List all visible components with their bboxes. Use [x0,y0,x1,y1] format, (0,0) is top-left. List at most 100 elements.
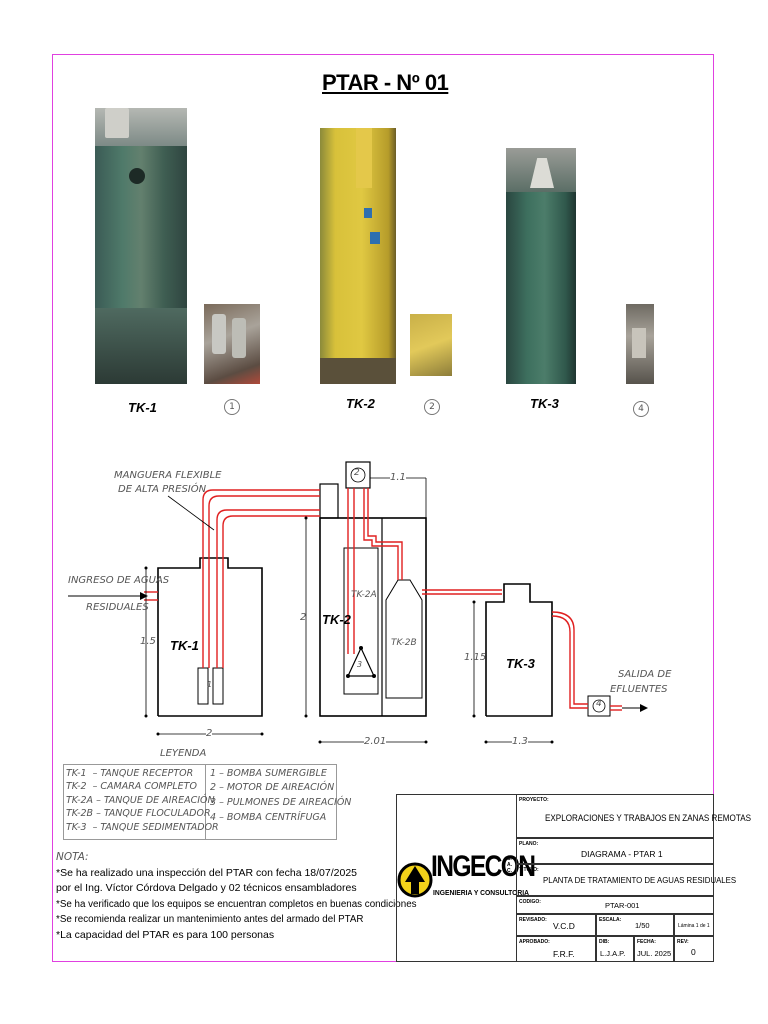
legend-left-item: TK-1 – TANQUE RECEPTOR [66,768,194,779]
marker-3-diagram: 3 [357,660,363,669]
note-line: *Se ha verificado que los equipos se enc… [56,898,417,910]
photo-tk3 [506,148,576,384]
inlet-label-1: INGRESO DE AGUAS [68,575,170,586]
dim-tk2-width: 2.01 [364,736,387,747]
rev-value: 0 [691,947,696,957]
note-line: *La capacidad del PTAR es para 100 perso… [56,928,275,941]
tb-plano: PLANO: DIAGRAMA - PTAR 1 [516,838,714,864]
fecha-label: FECHA: [637,939,656,945]
tb-dib: DIB: L.J.A.P. [596,936,634,962]
proyecto-label: PROYECTO: [519,797,549,803]
proyecto-value: EXPLORACIONES Y TRABAJOS EN ZANAS REMOTA… [545,813,752,823]
marker-4-diagram: 4 [596,699,602,709]
photo-motor-2 [410,314,452,376]
dib-value: L.J.A.P. [600,949,626,958]
tk3-photo-label: TK-3 [530,396,559,411]
photo-pump-1 [204,304,260,384]
legend-box [63,764,337,840]
page-title: PTAR - Nº 01 [322,70,449,95]
notes-title: NOTA: [56,851,89,863]
hose-label-1: MANGUERA FLEXIBLE [114,470,222,481]
aeration-lung [347,646,375,677]
legend-right-item: 2 – MOTOR DE AIREACIÓN [210,782,335,793]
marker-1-photo: 1 [224,399,240,415]
legend-left-item: TK-2 – CAMARA COMPLETO [66,781,197,792]
note-line: por el Ing. Víctor Córdova Delgado y 02 … [56,882,357,894]
dim-tk1-height: 1.5 [140,636,156,647]
pump-1b [212,667,224,705]
tk1-diagram-label: TK-1 [170,638,199,653]
tk2b-label: TK-2B [391,638,417,648]
photo-tk1 [95,108,187,384]
tk2a-label: TK-2A [351,590,377,600]
pipes [144,488,622,711]
lamina-value: Lámina 1 de 1 [678,923,710,929]
dim-motor: 1.1 [390,472,406,483]
marker-2-diagram: 2 [354,468,360,478]
tk3-diagram-label: TK-3 [506,656,535,671]
legend-left-item: TK-3 – TANQUE SEDIMENTADOR [66,822,219,833]
tb-escala: ESCALA: 1/50 [596,914,674,936]
note-line: *Se ha realizado una inspección del PTAR… [56,866,358,879]
tk2-photo-label: TK-2 [346,396,375,411]
tk2-outline [319,517,427,717]
tk1-outline [157,557,263,717]
tk3-outline [485,583,553,717]
codigo-value: PTAR-001 [605,901,640,910]
tb-codigo: CODIGO: PTAR-001 [516,896,714,914]
outlet-label-1: SALIDA DE [618,669,672,680]
photo-tk2 [320,128,396,384]
codigo-label: CODIGO: [519,899,541,905]
note-line: *Se recomienda realizar un mantenimiento… [56,914,364,925]
titulo-value: PLANTA DE TRATAMIENTO DE AGUAS RESIDUALE… [543,875,737,885]
aprobado-value: F.R.F. [553,949,575,959]
tb-proyecto: PROYECTO: EXPLORACIONES Y TRABAJOS EN ZA… [516,794,751,838]
dim-tk3-width: 1.3 [512,736,528,747]
legend-title: LEYENDA [160,748,207,759]
tb-titulo: TITULO: PLANTA DE TRATAMIENTO DE AGUAS R… [516,864,736,896]
tk2a-outline [343,547,379,695]
dim-tk2-height: 2 [300,612,307,623]
legend-left-item: TK-2A – TANQUE DE AIREACIÓN [66,795,215,806]
titulo-label: TITULO: [519,867,539,873]
tk2-diagram-label: TK-2 [322,612,351,627]
revisado-value: V.C.D [553,921,575,931]
legend-right-item: 3 – PULMONES DE AIREACIÓN [210,797,352,808]
dim-tk1-width: 2 [206,728,213,739]
hose-label-2: DE ALTA PRESIÓN [118,484,207,495]
revisado-label: REVISADO: [519,917,547,923]
rev-label: REV: [677,939,689,945]
dim-tk3-height: 1.15 [464,652,487,663]
outlet-label-2: EFLUENTES [610,684,668,695]
tb-aprobado: APROBADO: F.R.F. [516,936,596,962]
logo-suffix: S.A.C. [507,856,512,874]
legend-right-item: 4 – BOMBA CENTRÍFUGA [210,812,327,823]
photo-pump-4 [626,304,654,384]
tk2-top-box [319,483,339,519]
legend-right-item: 1 – BOMBA SUMERGIBLE [210,768,327,779]
escala-label: ESCALA: [599,917,622,923]
notes: NOTA: *Se ha realizado una inspección de… [56,850,417,943]
dib-label: DIB: [599,939,610,945]
logo-mark [397,862,433,898]
fecha-value: JUL. 2025 [637,949,672,958]
legend-left-item: TK-2B – TANQUE FLOCULADOR [66,808,211,819]
drawing-frame [52,54,714,962]
marker-1-diagram: 1 [207,680,213,689]
marker-4-photo: 4 [633,401,649,417]
company-logo: INGECON S.A.C. INGENIERIA Y CONSULTORIA [397,840,536,912]
plano-label: PLANO: [519,841,539,847]
tb-fecha: FECHA: JUL. 2025 [634,936,674,962]
tb-rev: REV: 0 [674,936,714,962]
inlet-label-2: RESIDUALES [86,602,149,613]
logo-subtitle: INGENIERIA Y CONSULTORIA [433,888,530,897]
plano-value: DIAGRAMA - PTAR 1 [581,849,663,859]
logo-text: INGECON [431,850,536,883]
marker-2-photo: 2 [424,399,440,415]
tb-lamina: Lámina 1 de 1 [674,914,714,936]
motor-circle [350,467,366,483]
motor-box [345,461,371,489]
aprobado-label: APROBADO: [519,939,550,945]
tk1-photo-label: TK-1 [128,400,157,415]
